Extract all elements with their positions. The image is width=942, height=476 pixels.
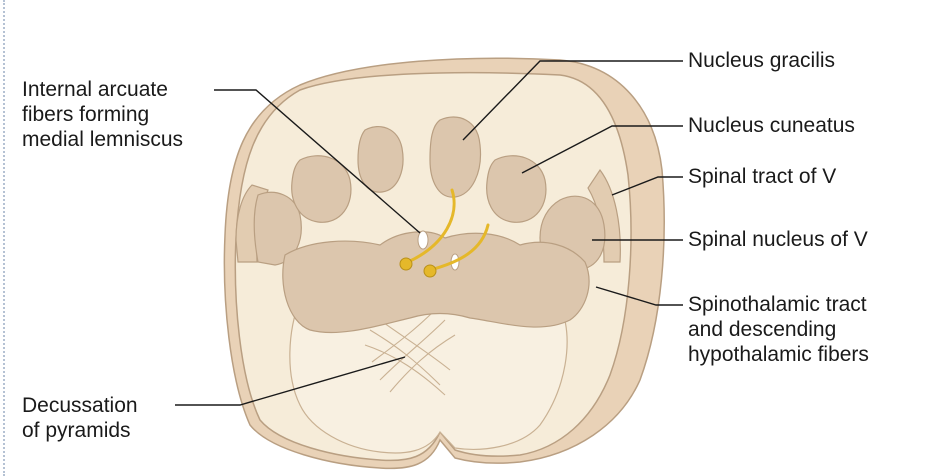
central-canal-left: [418, 231, 428, 249]
label-internal-arcuate-fibers: Internal arcuate fibers forming medial l…: [22, 77, 183, 152]
fiber-terminal-left: [400, 258, 412, 270]
label-spinal-nucleus-of-v: Spinal nucleus of V: [688, 227, 868, 252]
label-nucleus-gracilis: Nucleus gracilis: [688, 48, 835, 73]
left-nucleus-gracilis: [358, 127, 403, 193]
label-spinal-tract-of-v: Spinal tract of V: [688, 164, 836, 189]
label-decussation-of-pyramids: Decussation of pyramids: [22, 393, 138, 443]
label-nucleus-cuneatus: Nucleus cuneatus: [688, 113, 855, 138]
label-spinothalamic-tract: Spinothalamic tract and descending hypot…: [688, 292, 869, 367]
fiber-terminal-right: [424, 265, 436, 277]
